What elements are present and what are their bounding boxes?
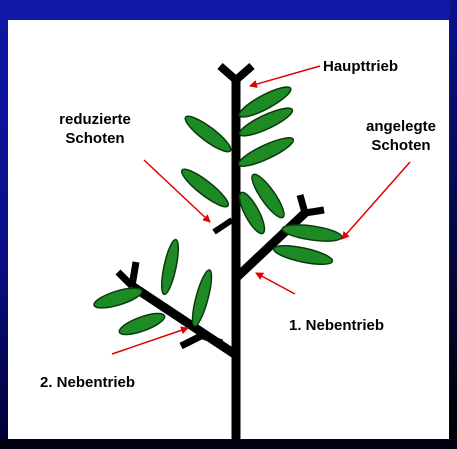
arrow-main-shoot xyxy=(250,66,320,86)
label-set-pods: angelegte Schoten xyxy=(356,117,446,155)
label-set-pods-line2: Schoten xyxy=(356,136,446,155)
pod xyxy=(272,242,334,268)
label-second-side-shoot: 2. Nebentrieb xyxy=(40,373,135,392)
second-side-shoot-pods xyxy=(92,238,215,338)
arrow-set-pods xyxy=(342,162,410,239)
pod xyxy=(281,222,342,244)
label-reduced-pods: reduzierte Schoten xyxy=(40,110,150,148)
label-reduced-pods-line2: Schoten xyxy=(40,129,150,148)
label-first-side-shoot: 1. Nebentrieb xyxy=(289,316,384,335)
first-side-shoot-pods xyxy=(235,171,343,268)
pod xyxy=(117,309,167,339)
label-reduced-pods-line1: reduzierte xyxy=(40,110,150,129)
pod xyxy=(158,238,181,295)
pod xyxy=(236,133,296,171)
pod xyxy=(178,165,232,212)
pod xyxy=(92,284,144,312)
pod xyxy=(181,112,234,157)
label-main-shoot: Haupttrieb xyxy=(323,57,398,76)
main-stem xyxy=(220,66,252,440)
label-set-pods-line1: angelegte xyxy=(356,117,446,136)
arrow-first-side-shoot xyxy=(256,273,295,294)
pod xyxy=(189,268,216,327)
